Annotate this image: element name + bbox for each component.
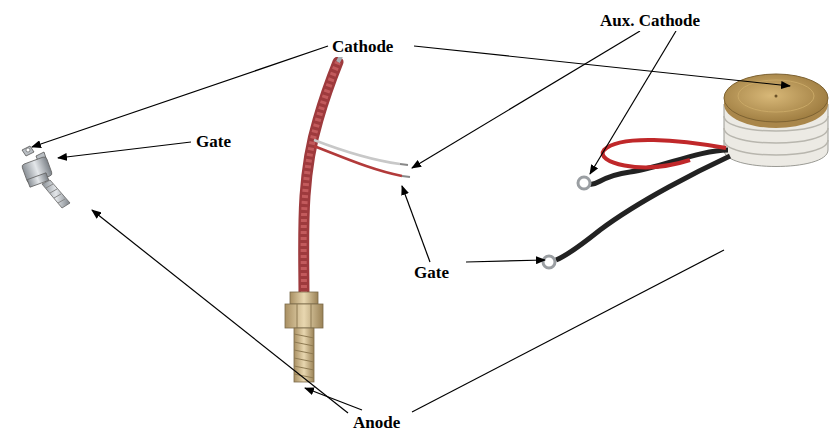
pin-label: Anode bbox=[351, 413, 402, 433]
small-stud-thyristor bbox=[21, 146, 70, 208]
pin-label: Aux. Cathode bbox=[598, 11, 702, 31]
pin-label: Gate bbox=[194, 132, 233, 152]
leader-lines bbox=[32, 31, 790, 413]
press-pack-thyristor bbox=[543, 74, 828, 268]
pin-label: Gate bbox=[412, 263, 451, 283]
part-label: Cathode bbox=[330, 37, 395, 57]
stud-thyristor bbox=[285, 50, 410, 382]
